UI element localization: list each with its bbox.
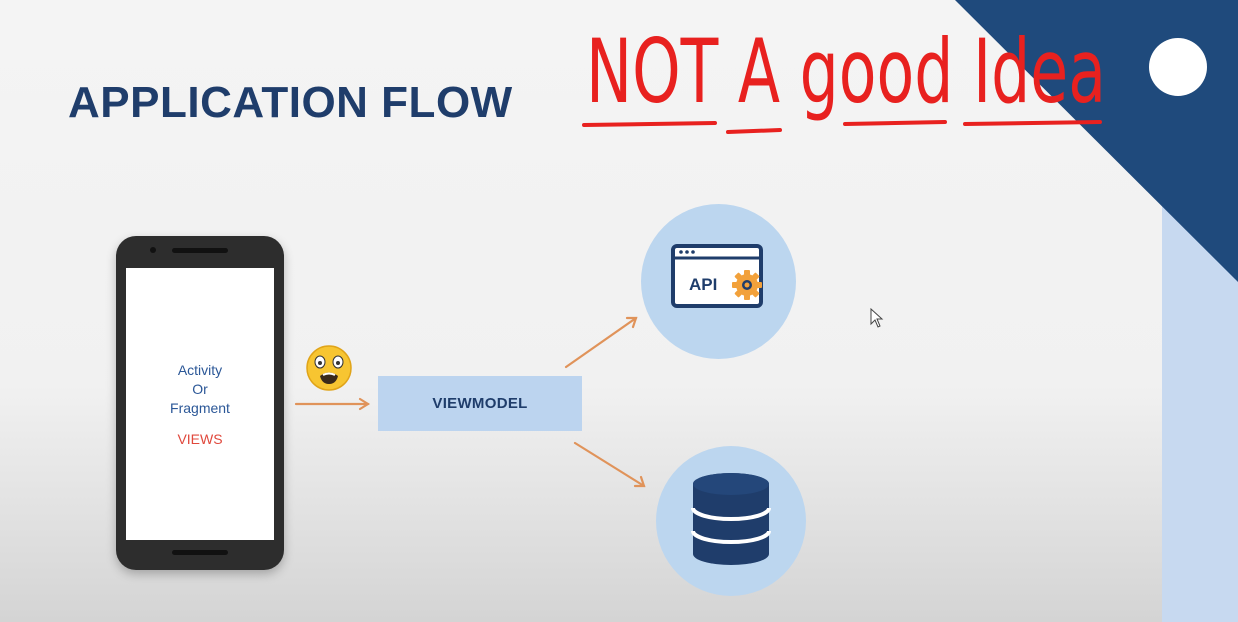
phone-speaker: [172, 248, 228, 253]
database-node: [656, 446, 806, 596]
mouse-cursor-icon: [870, 308, 884, 328]
annotation-text: NOT A good Idea: [586, 20, 1106, 123]
phone-screen: Activity Or Fragment VIEWS: [126, 268, 274, 540]
database-icon: [691, 473, 771, 565]
worried-face-emoji-icon: [306, 345, 352, 391]
gear-icon: [732, 270, 762, 300]
fragment-label: Fragment: [170, 400, 230, 416]
activity-label: Activity: [177, 362, 223, 378]
annotation-underline: [582, 120, 1102, 134]
phone-mockup: Activity Or Fragment VIEWS: [116, 236, 284, 570]
viewmodel-box: VIEWMODEL: [378, 376, 582, 431]
handwritten-annotation: NOT A good Idea: [582, 20, 1106, 134]
arrow-viewmodel-to-api: [564, 316, 638, 369]
corner-dot: [1149, 38, 1207, 96]
phone-home-bar: [172, 550, 228, 555]
api-label: API: [689, 275, 717, 294]
viewmodel-label: VIEWMODEL: [432, 395, 528, 412]
or-label: Or: [192, 381, 208, 397]
slide-title: APPLICATION FLOW: [68, 78, 513, 127]
api-node: API: [641, 204, 796, 359]
api-window-gear-icon: API: [671, 244, 763, 308]
arrow-viewmodel-to-database: [573, 441, 646, 488]
views-label: VIEWS: [177, 431, 223, 447]
phone-camera: [150, 247, 156, 253]
arrow-phone-to-viewmodel: [294, 397, 371, 411]
